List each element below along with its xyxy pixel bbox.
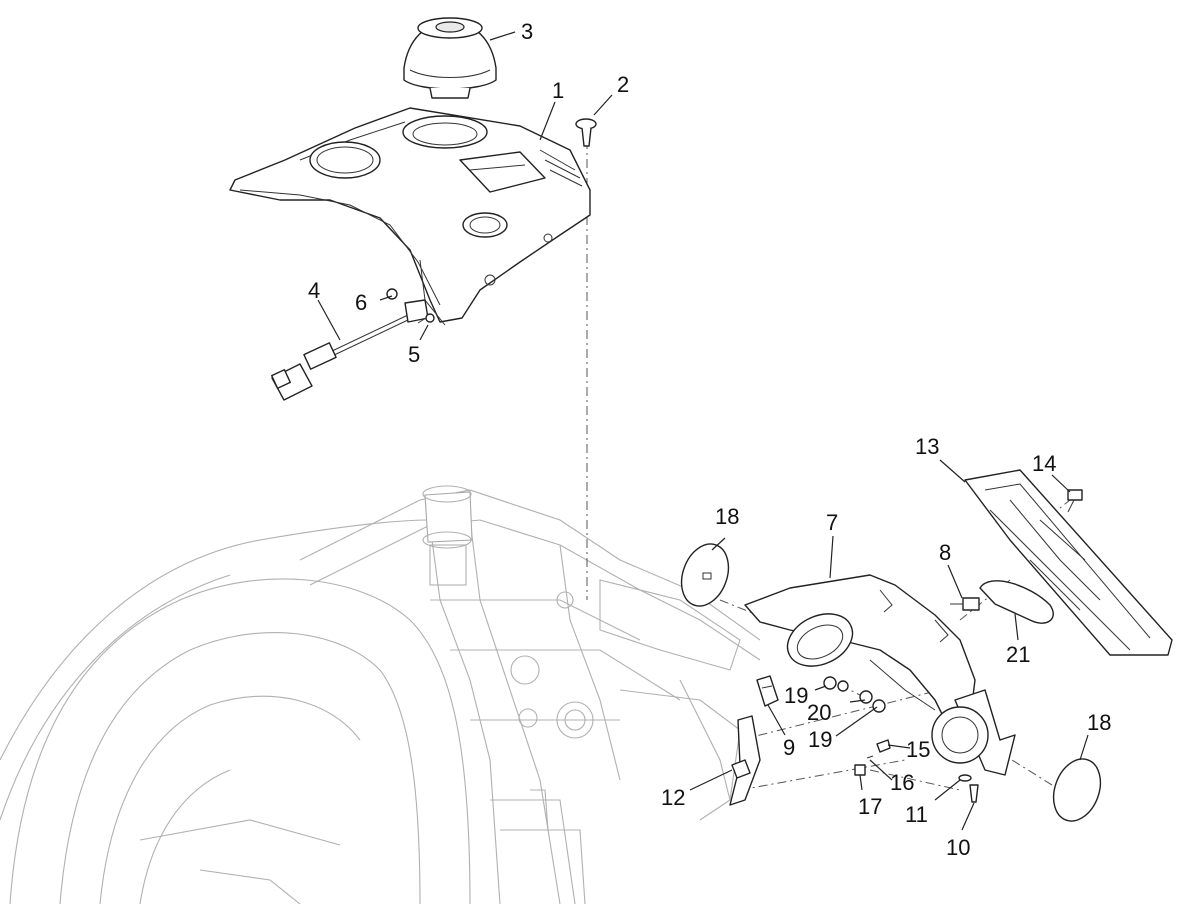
callout-9: 9 [783, 735, 795, 760]
callout-18-left: 18 [715, 504, 739, 529]
callout-12: 12 [661, 785, 685, 810]
callout-17: 17 [858, 794, 882, 819]
small-parts-15-16-17 [854, 739, 891, 776]
callout-8: 8 [939, 540, 951, 565]
callout-21: 21 [1006, 642, 1030, 667]
callout-2: 2 [617, 72, 629, 97]
bolt-part-8 [950, 597, 980, 611]
callout-6: 6 [355, 290, 367, 315]
screw [575, 118, 597, 147]
callout-20: 20 [807, 700, 831, 725]
screw-part-14 [1067, 489, 1083, 513]
callout-10: 10 [946, 835, 970, 860]
callout-5: 5 [408, 342, 420, 367]
callout-15: 15 [906, 737, 930, 762]
reflector-part-21 [979, 580, 1054, 624]
alignment-lines [586, 140, 1071, 791]
clip-part-12 [731, 759, 751, 779]
callout-16: 16 [890, 770, 914, 795]
callout-19-a: 19 [784, 683, 808, 708]
callout-4: 4 [308, 278, 320, 303]
leader-lines [317, 31, 1089, 831]
clip-part-9 [756, 675, 779, 707]
callout-13: 13 [915, 434, 939, 459]
callout-18-right: 18 [1087, 710, 1111, 735]
callout-14: 14 [1032, 451, 1056, 476]
scooter-frame-ghost [0, 485, 761, 904]
callout-labels: 3 1 2 4 6 5 13 14 18 7 8 21 19 20 18 19 … [308, 19, 1111, 860]
fuel-cap [403, 17, 497, 99]
washers-19-20 [823, 676, 886, 713]
disc-part-18-left [680, 543, 730, 607]
callout-3: 3 [521, 19, 533, 44]
callout-11: 11 [905, 802, 928, 827]
sensor-cable [270, 299, 429, 401]
license-plate-holder [744, 574, 1016, 776]
rear-top-cover [229, 107, 591, 326]
screws-10-11 [958, 774, 979, 803]
license-plate-bracket [964, 469, 1173, 656]
callout-7: 7 [826, 510, 838, 535]
callout-1: 1 [552, 78, 564, 103]
callout-19-b: 19 [808, 727, 832, 752]
disc-part-18-right [1052, 758, 1102, 822]
